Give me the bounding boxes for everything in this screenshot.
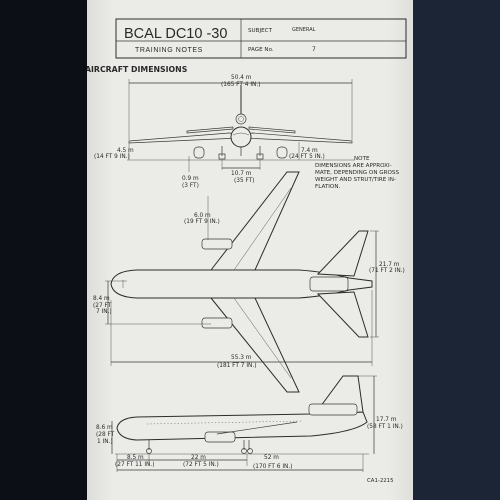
background-left (0, 0, 87, 500)
fuselage-imperial-2: 7 IN.) (96, 309, 112, 315)
height-metric: 17.7 m (376, 417, 397, 423)
track-metric: 7.4 m (301, 148, 318, 154)
wing-ground-metric: 0.9 m (182, 176, 199, 182)
doc-title: BCAL DC10 -30 (124, 26, 227, 42)
front-view-drawing: 50.4 m (165 FT 4 IN.) 4.5 m (14 FT 9 IN.… (94, 75, 355, 189)
fuselage-metric: 8.4 m (93, 296, 110, 302)
engine-clear-metric: 4.5 m (117, 148, 134, 154)
wing-ground-imperial: (3 FT) (182, 183, 199, 189)
subject-value: GENERAL (292, 27, 316, 33)
nose-imperial-1: (28 FT (96, 432, 115, 438)
inner-imperial: (19 FT 9 IN.) (184, 219, 220, 225)
overall-imperial: (170 FT 6 IN.) (253, 464, 292, 470)
overall-metric: 52 m (264, 455, 279, 461)
track-imperial: (24 FT 5 IN.) (289, 154, 325, 160)
fuselage-imperial-1: (27 FT (93, 303, 112, 309)
title-block: BCAL DC10 -30 TRAINING NOTES SUBJECT GEN… (115, 18, 407, 59)
height-imperial: (58 FT 1 IN.) (367, 424, 403, 430)
document-page: BCAL DC10 -30 TRAINING NOTES SUBJECT GEN… (87, 0, 413, 500)
length-imperial: (181 FT 7 IN.) (217, 363, 256, 369)
wheelbase-metric: 22 m (191, 455, 206, 461)
engine-clear-imperial: (14 FT 9 IN.) (94, 154, 130, 160)
gear-span-metric: 10.7 m (231, 171, 252, 177)
svg-text:MATE, DEPENDING ON GROSS: MATE, DEPENDING ON GROSS (315, 170, 399, 176)
nose-metric: 8.6 m (96, 425, 113, 431)
length-metric: 55.3 m (231, 355, 252, 361)
page-label: PAGE No. (248, 47, 274, 53)
section-title: AIRCRAFT DIMENSIONS (87, 65, 188, 74)
plan-view-drawing: 6.0 m (19 FT 9 IN.) 21.7 m (71 FT 2 IN.)… (93, 171, 405, 393)
nose-gear-metric: 8.5 m (127, 455, 144, 461)
svg-text:DIMENSIONS ARE APPROXI-: DIMENSIONS ARE APPROXI- (315, 163, 392, 169)
svg-text:WEIGHT AND STRUT/TIRE IN-: WEIGHT AND STRUT/TIRE IN- (315, 177, 396, 183)
side-view-drawing: 8.6 m (28 FT 1 IN.) 17.7 m (58 FT 1 IN.)… (96, 375, 403, 472)
nose-imperial-2: 1 IN.) (97, 439, 113, 445)
tail-span-imperial: (71 FT 2 IN.) (369, 268, 405, 274)
gear-span-imperial: (35 FT) (234, 178, 255, 184)
nose-gear-imperial: (27 FT 11 IN.) (115, 462, 154, 468)
dimension-drawing: BCAL DC10 -30 TRAINING NOTES SUBJECT GEN… (87, 18, 407, 484)
subject-label: SUBJECT (248, 28, 273, 34)
svg-text:NOTE: NOTE (354, 156, 370, 162)
reference-code: CA1-2215 (367, 478, 394, 484)
background-right (412, 0, 500, 500)
inner-metric: 6.0 m (194, 213, 211, 219)
wheelbase-imperial: (72 FT 5 IN.) (183, 462, 219, 468)
dimensions-note: NOTE DIMENSIONS ARE APPROXI- MATE, DEPEN… (315, 156, 399, 190)
svg-text:FLATION.: FLATION. (315, 184, 341, 190)
doc-subtitle: TRAINING NOTES (135, 47, 203, 54)
span-metric: 50.4 m (231, 75, 252, 81)
page-number: 7 (312, 46, 316, 53)
tail-span-metric: 21.7 m (379, 262, 400, 268)
